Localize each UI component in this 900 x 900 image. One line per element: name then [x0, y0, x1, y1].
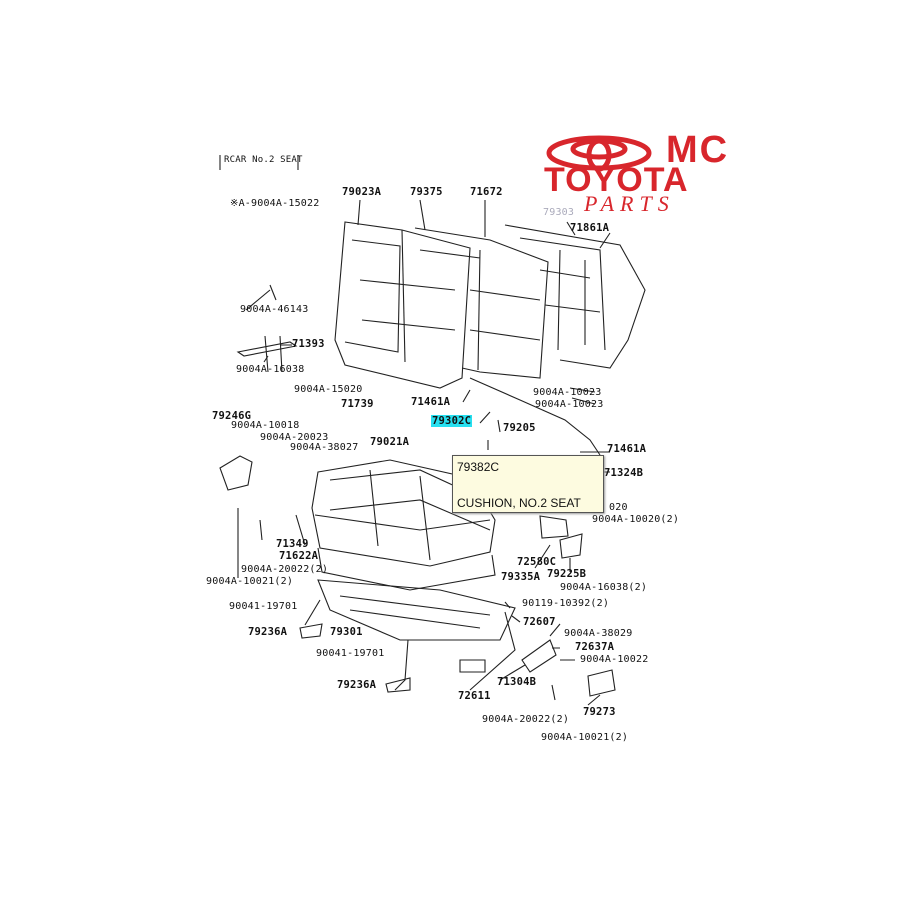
- part-71461A-right[interactable]: 71461A: [607, 443, 647, 455]
- brand-mc: MC: [666, 129, 730, 171]
- part-71304B[interactable]: 71304B: [497, 676, 537, 688]
- part-90041-19701-b[interactable]: 90041-19701: [316, 648, 385, 659]
- part-72607[interactable]: 72607: [523, 616, 556, 628]
- part-79225B[interactable]: 79225B: [547, 568, 587, 580]
- part-71739[interactable]: 71739: [341, 398, 374, 410]
- brand-toyota: TOYOTA: [544, 161, 689, 199]
- brand-logo: MC TOYOTA PARTS: [540, 129, 780, 216]
- part-79375[interactable]: 79375: [410, 186, 443, 198]
- part-71672[interactable]: 71672: [470, 186, 503, 198]
- part-9004A-10021-left[interactable]: 9004A-10021(2): [206, 576, 294, 587]
- section-title: RCAR No.2 SEAT: [224, 155, 303, 165]
- part-79303[interactable]: 79303: [543, 207, 575, 218]
- part-79246G[interactable]: 79246G: [212, 410, 252, 422]
- part-tooltip: 79382C CUSHION, NO.2 SEAT: [452, 455, 604, 513]
- part-79302C-highlight: 79302C: [431, 415, 473, 427]
- part-9004A-10022[interactable]: 9004A-10022: [580, 654, 649, 665]
- part-9004A-16038-right[interactable]: 9004A-16038(2): [560, 582, 648, 593]
- part-90119-10392[interactable]: 90119-10392(2): [522, 598, 610, 609]
- part-79302C[interactable]: 79302C: [431, 415, 473, 427]
- part-9004A-38027[interactable]: 9004A-38027: [290, 442, 359, 453]
- part-9004A-16038[interactable]: 9004A-16038: [236, 364, 305, 375]
- part-9004A-15020[interactable]: 9004A-15020: [294, 384, 363, 395]
- part-79023A[interactable]: 79023A: [342, 186, 382, 198]
- part-79273[interactable]: 79273: [583, 706, 616, 718]
- part-9004A-20022-left[interactable]: 9004A-20022(2): [241, 564, 329, 575]
- part-79236A-a[interactable]: 79236A: [248, 626, 288, 638]
- part-020[interactable]: 020: [609, 502, 628, 513]
- part-79335A[interactable]: 79335A: [501, 571, 541, 583]
- part-72637A[interactable]: 72637A: [575, 641, 615, 653]
- part-79236A-b[interactable]: 79236A: [337, 679, 377, 691]
- tooltip-part-code: 79382C: [457, 460, 500, 474]
- part-9004A-10021-right[interactable]: 9004A-10021(2): [541, 732, 629, 743]
- part-90041-19701-a[interactable]: 90041-19701: [229, 601, 298, 612]
- part-9004A-20023[interactable]: 9004A-20023: [260, 432, 329, 443]
- part-71622A[interactable]: 71622A: [279, 550, 319, 562]
- part-79021A[interactable]: 79021A: [370, 436, 410, 448]
- toyota-emblem-icon: [546, 135, 652, 172]
- tooltip-description: CUSHION, NO.2 SEAT: [457, 496, 581, 510]
- part-71324B[interactable]: 71324B: [604, 467, 644, 479]
- part-9004A-10023-b[interactable]: 9004A-10023: [535, 399, 604, 410]
- part-79301[interactable]: 79301: [330, 626, 363, 638]
- part-71393[interactable]: 71393: [292, 338, 325, 350]
- part-71861A[interactable]: 71861A: [570, 222, 610, 234]
- part-9004A-38029[interactable]: 9004A-38029: [564, 628, 633, 639]
- part-79205[interactable]: 79205: [503, 422, 536, 434]
- part-9004A-10018[interactable]: 9004A-10018: [231, 420, 300, 431]
- part-71461A-left[interactable]: 71461A: [411, 396, 451, 408]
- brand-parts: PARTS: [584, 191, 675, 216]
- part-9004A-10023-a[interactable]: 9004A-10023: [533, 387, 602, 398]
- part-9004A-46143[interactable]: 9004A-46143: [240, 304, 309, 315]
- part-9004A-10020[interactable]: 9004A-10020(2): [592, 514, 680, 525]
- part-72580C[interactable]: 72580C: [517, 556, 557, 568]
- part-9004A-20022-right[interactable]: 9004A-20022(2): [482, 714, 570, 725]
- part-71349[interactable]: 71349: [276, 538, 309, 550]
- part-A-9004A-15022[interactable]: ※A-9004A-15022: [230, 198, 320, 209]
- part-72611[interactable]: 72611: [458, 690, 491, 702]
